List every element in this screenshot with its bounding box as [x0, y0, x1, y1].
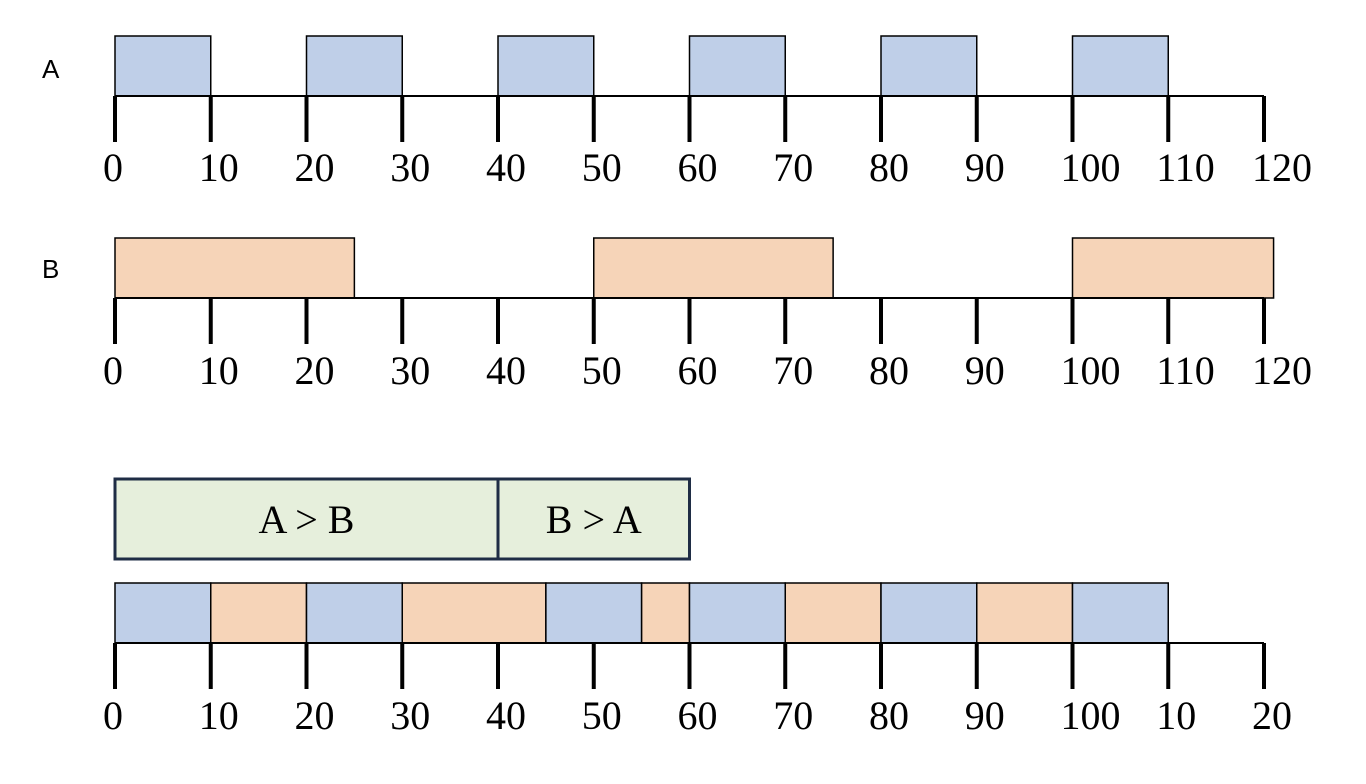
- priority-segment-1: [496, 477, 691, 561]
- tick-label: 100: [1061, 145, 1121, 190]
- tick-label: 20: [295, 145, 335, 190]
- priority-label: B > A: [546, 497, 642, 542]
- block-b-5: [640, 582, 691, 644]
- timeline-label: A: [42, 54, 60, 84]
- tick-label: 40: [486, 348, 526, 393]
- tick-label: 90: [965, 145, 1005, 190]
- block-a-0: [114, 35, 212, 97]
- tick-label: 120: [1252, 145, 1312, 190]
- tick-label: 30: [390, 348, 430, 393]
- block-b-2: [1071, 237, 1275, 299]
- tick-label: 10: [1156, 693, 1196, 738]
- tick-label: 30: [390, 693, 430, 738]
- tick-label: 50: [582, 348, 622, 393]
- tick-label: 20: [295, 693, 335, 738]
- block-b-7: [784, 582, 882, 644]
- tick-label: 20: [1252, 693, 1292, 738]
- block-a-4: [880, 35, 978, 97]
- timeline-a: 0 10 20 30 40 50 60 70 80 90 100 110 120 A: [42, 35, 1312, 190]
- tick-label: 110: [1156, 348, 1215, 393]
- tick-label: 50: [582, 145, 622, 190]
- block-a-1: [305, 35, 403, 97]
- tick-label: 60: [678, 693, 718, 738]
- tick-label: 110: [1156, 145, 1215, 190]
- tick-label: 40: [486, 693, 526, 738]
- tick-label: 60: [678, 348, 718, 393]
- block-a-10: [1071, 582, 1169, 644]
- tick-label: 70: [773, 693, 813, 738]
- tick-label: 100: [1061, 348, 1121, 393]
- block-a-3: [688, 35, 786, 97]
- block-a-5: [1071, 35, 1169, 97]
- block-a-2: [305, 582, 403, 644]
- tick-label: 80: [869, 348, 909, 393]
- timeline-label: B: [42, 254, 59, 284]
- timeline-combined: 0 10 20 30 40 50 60 70 80 90 100 10 20: [103, 582, 1292, 738]
- priority-label: A > B: [259, 497, 355, 542]
- block-a-4: [545, 582, 643, 644]
- tick-label: 20: [295, 348, 335, 393]
- tick-label: 30: [390, 145, 430, 190]
- tick-label: 10: [199, 348, 239, 393]
- tick-label: 0: [103, 145, 123, 190]
- block-a-8: [880, 582, 978, 644]
- block-b-1: [593, 237, 834, 299]
- tick-label: 80: [869, 145, 909, 190]
- tick-label: 70: [773, 348, 813, 393]
- tick-label: 0: [103, 693, 123, 738]
- tick-label: 90: [965, 693, 1005, 738]
- tick-label: 100: [1061, 693, 1121, 738]
- block-a-2: [497, 35, 595, 97]
- tick-label: 90: [965, 348, 1005, 393]
- block-b-0: [114, 237, 356, 299]
- priority-bar: A > B B > A: [113, 477, 691, 561]
- tick-label: 10: [199, 145, 239, 190]
- tick-label: 10: [199, 693, 239, 738]
- tick-label: 120: [1252, 348, 1312, 393]
- tick-label: 80: [869, 693, 909, 738]
- block-b-9: [976, 582, 1074, 644]
- tick-label: 50: [582, 693, 622, 738]
- tick-label: 0: [103, 348, 123, 393]
- block-b-3: [401, 582, 547, 644]
- tick-label: 70: [773, 145, 813, 190]
- tick-label: 40: [486, 145, 526, 190]
- block-b-1: [210, 582, 308, 644]
- block-a-6: [688, 582, 786, 644]
- timeline-b: 0 10 20 30 40 50 60 70 80 90 100 110 120 B: [42, 237, 1312, 393]
- block-a-0: [114, 582, 212, 644]
- tick-label: 60: [678, 145, 718, 190]
- priority-segment-0: [113, 477, 500, 561]
